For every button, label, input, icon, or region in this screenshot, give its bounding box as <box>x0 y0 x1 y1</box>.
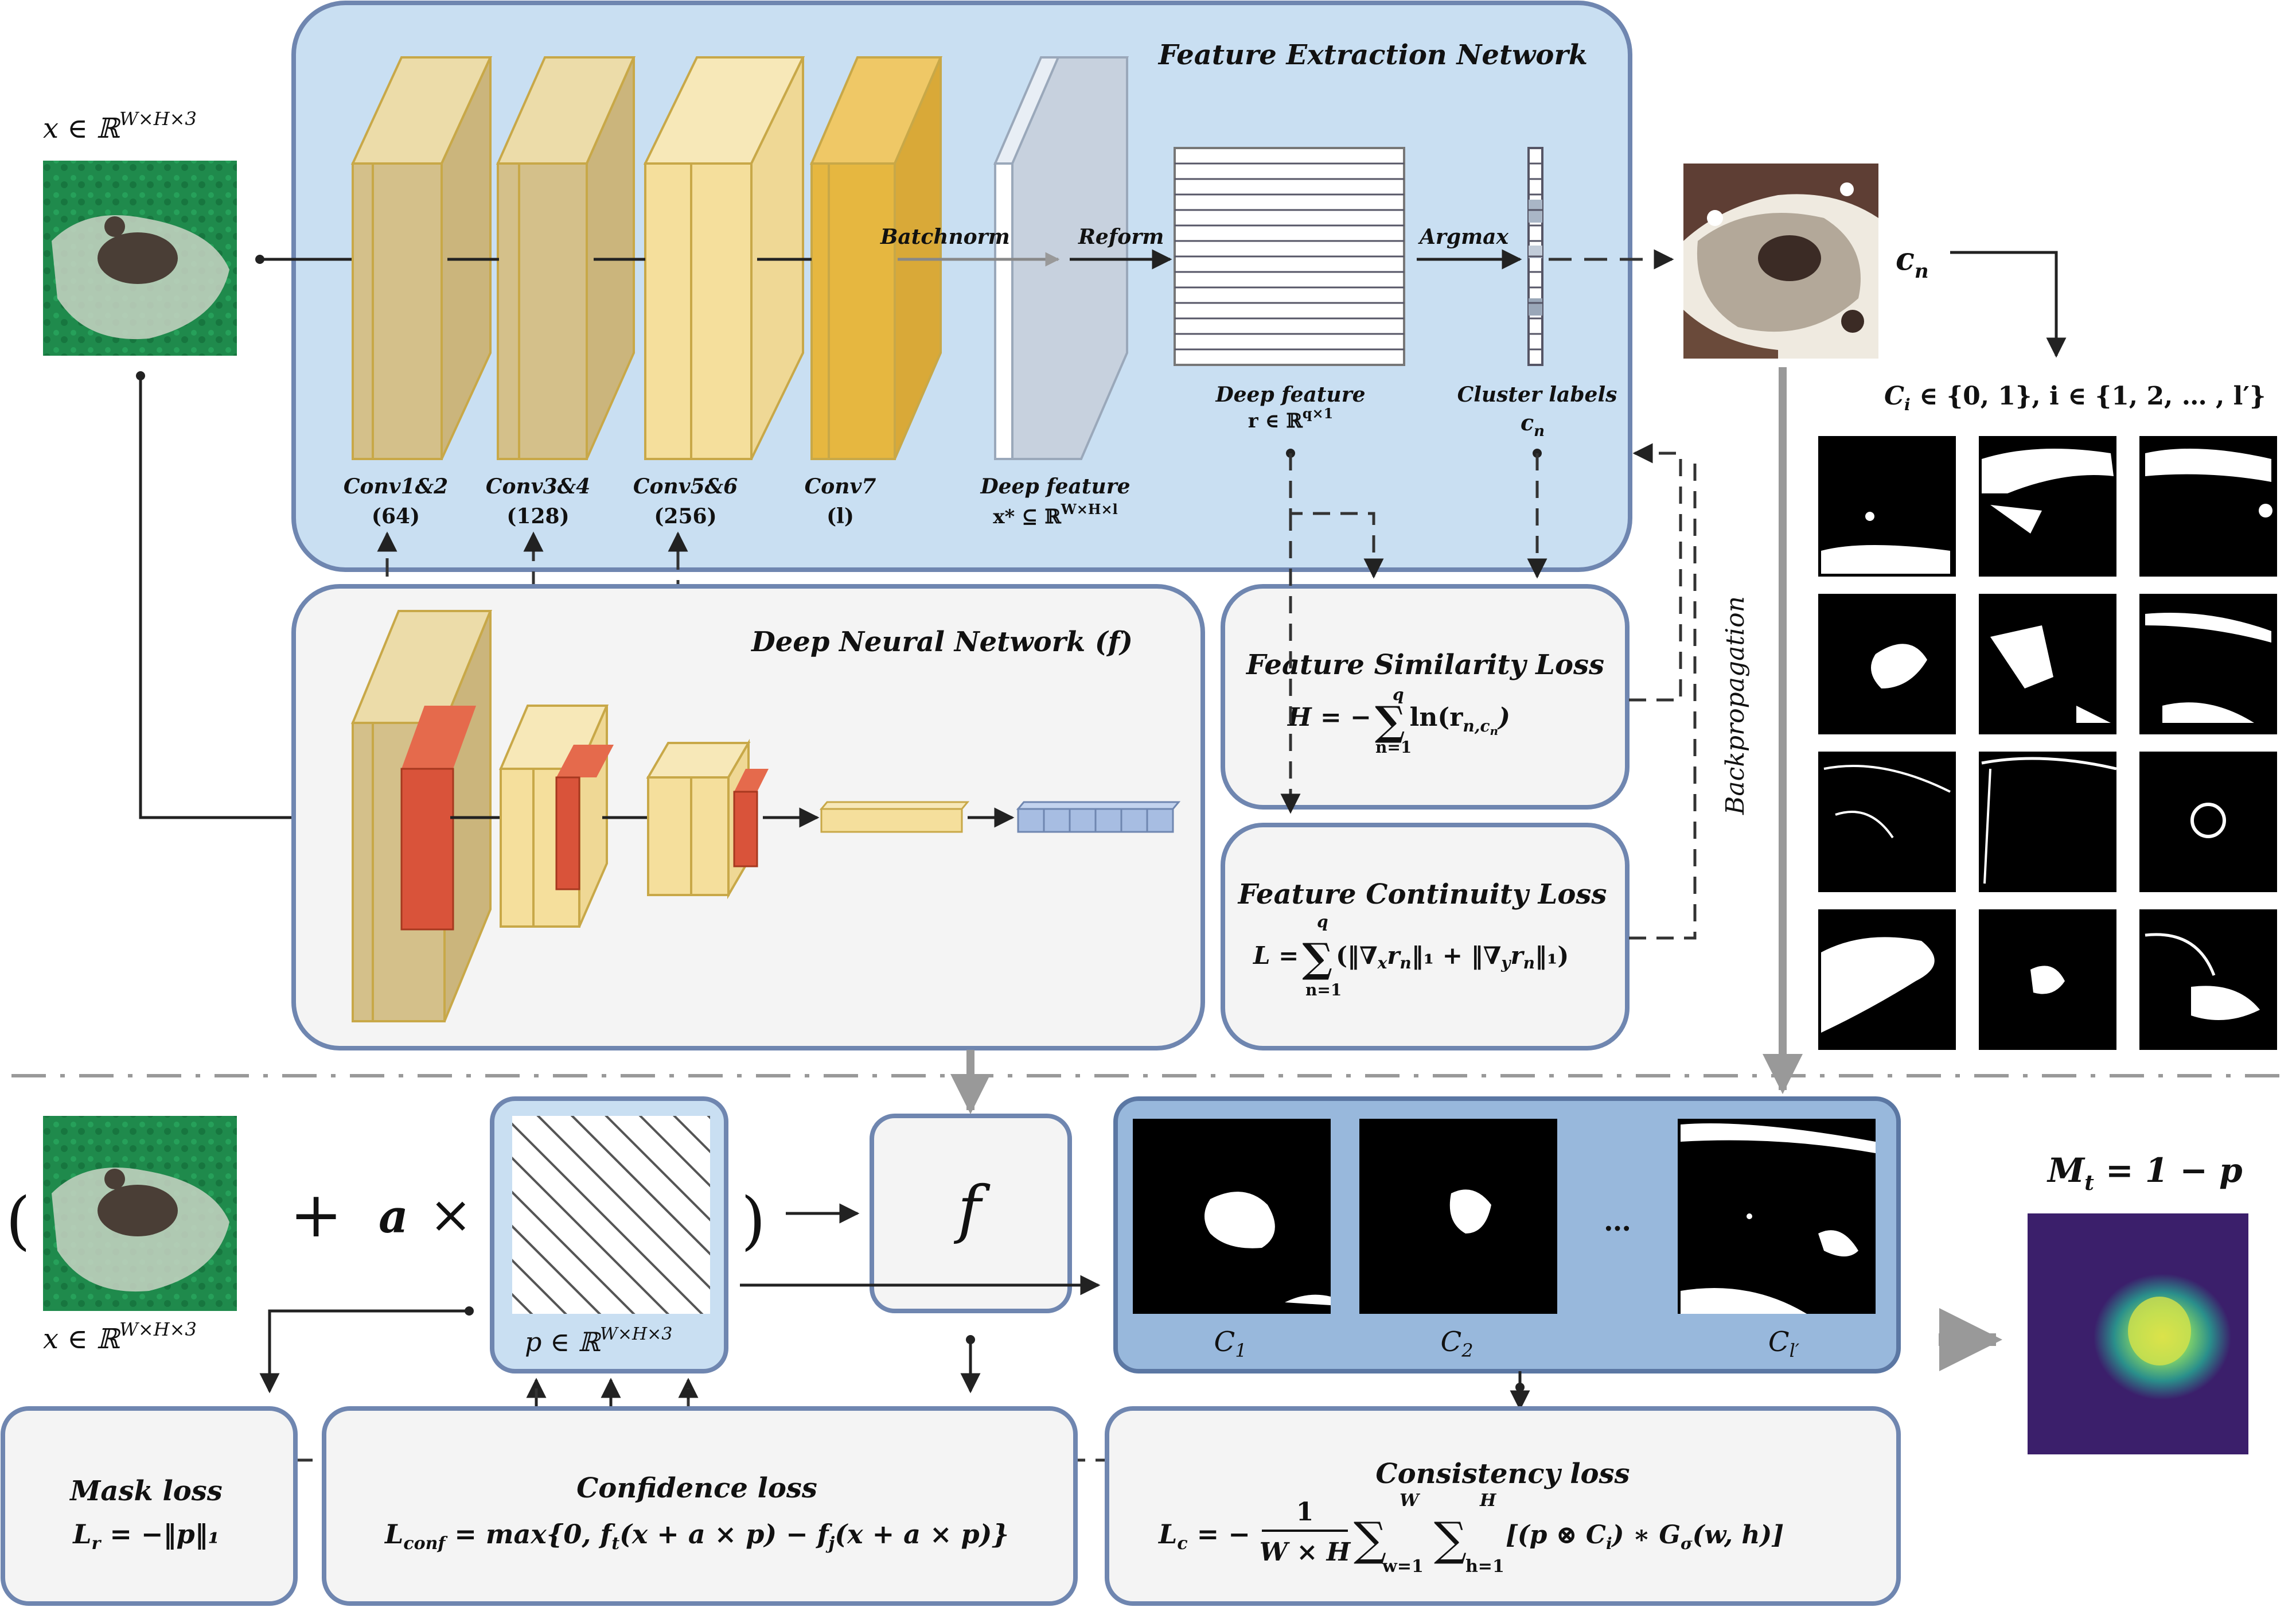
segmentation-image <box>1683 164 1878 359</box>
conv3-4-label: Conv3&4 <box>486 474 590 499</box>
cluster-ellipsis: … <box>1604 1205 1631 1238</box>
mask-tile <box>1818 752 1956 892</box>
equation-close-paren: ) <box>741 1184 766 1257</box>
deep-feature-x-formula: x* ⊆ ℝW×H×l <box>993 501 1117 528</box>
kernel-red-2 <box>555 776 580 890</box>
confidence-loss-formula: Lconf = max{0, ft(x + a × p) − fj(x + a … <box>384 1519 1009 1554</box>
kernel-red-1 <box>400 768 454 931</box>
continuity-loss-box <box>1221 823 1630 1050</box>
mask-loss-title: Mask loss <box>69 1475 223 1507</box>
consistency-loss-formula: Lc = − <box>1157 1519 1250 1554</box>
consistency-sum-2: ∑ <box>1434 1512 1467 1566</box>
similarity-loss-formula: H = −∑ln(rn,cn) <box>1287 697 1510 745</box>
continuity-loss-title: Feature Continuity Loss <box>1237 878 1607 910</box>
consistency-frac-bottom: W × H <box>1260 1538 1351 1567</box>
continuity-sum-bottom: n=1 <box>1305 980 1342 999</box>
similarity-sum-bottom: n=1 <box>1375 738 1412 757</box>
conv5-6-block <box>643 56 805 460</box>
argmax-label: Argmax <box>1418 225 1508 249</box>
dense-layer-yellow <box>819 801 970 833</box>
dnn-layer-3 <box>646 738 769 900</box>
cluster-set-label: Ci ∈ {0, 1}, i ∈ {1, 2, … , l′} <box>1884 382 2266 414</box>
similarity-loss-title: Feature Similarity Loss <box>1245 649 1604 681</box>
result-title: Mt = 1 − p <box>2046 1151 2243 1195</box>
cluster-labels-column <box>1527 147 1543 366</box>
input-label: x ∈ ℝW×H×3 <box>43 108 197 145</box>
consistency-sum1-top: W <box>1400 1491 1421 1511</box>
similarity-loss-box <box>1221 584 1630 810</box>
dnn-layer-2 <box>498 705 614 928</box>
consistency-sum-1: ∑ <box>1354 1512 1386 1566</box>
conv7-channels: (l) <box>827 504 854 528</box>
cluster-mask-c1 <box>1133 1119 1331 1314</box>
continuity-sum-top: q <box>1317 912 1328 931</box>
conv7-block <box>809 56 943 460</box>
consistency-loss-title: Consistency loss <box>1375 1458 1630 1490</box>
bottom-input-image <box>43 1116 237 1311</box>
mask-p-hatch <box>512 1116 710 1314</box>
cluster-label-c1: C1 <box>1214 1326 1246 1361</box>
mask-tile <box>2139 752 2277 892</box>
consistency-sum2-bottom: h=1 <box>1465 1557 1504 1577</box>
conv5-6-channels: (256) <box>654 504 716 528</box>
feature-network-title: Feature Extraction Network <box>1157 39 1588 71</box>
cluster-mask-c2 <box>1359 1119 1557 1314</box>
conv3-4-block <box>496 56 636 460</box>
continuity-loss-formula: L =∑(‖∇xrn‖₁ + ‖∇yrn‖₁) <box>1253 934 1569 982</box>
f-box <box>870 1114 1072 1313</box>
dnn-layer-1 <box>351 610 492 1022</box>
cluster-labels-label: Cluster labels <box>1457 383 1617 407</box>
consistency-frac-top: 1 <box>1296 1497 1314 1527</box>
conv1-2-channels: (64) <box>372 504 420 528</box>
cluster-mask-cl <box>1678 1119 1876 1314</box>
deep-feature-r-grid <box>1174 147 1405 366</box>
mask-loss-formula: Lr = −‖p‖₁ <box>72 1519 220 1554</box>
conv5-6-label: Conv5&6 <box>633 474 738 499</box>
consistency-tail: [(p ⊗ Ci) ∗ Gσ(w, h)] <box>1506 1520 1784 1553</box>
deep-feature-r-formula: r ∈ ℝq×1 <box>1248 405 1334 433</box>
confidence-loss-box <box>322 1406 1078 1606</box>
cluster-labels-symbol: cn <box>1521 410 1545 440</box>
bottom-input-label: x ∈ ℝW×H×3 <box>43 1318 197 1355</box>
mask-tile <box>1979 752 2116 892</box>
cluster-label-c2: C2 <box>1440 1326 1473 1361</box>
mask-tile <box>2139 909 2277 1050</box>
kernel-red-3 <box>733 791 758 867</box>
equation-alpha: a <box>379 1189 408 1243</box>
mask-p-label: p ∈ ℝW×H×3 <box>525 1324 672 1357</box>
conv3-4-channels: (128) <box>506 504 569 528</box>
confidence-loss-title: Confidence loss <box>576 1472 817 1504</box>
consistency-sum1-bottom: w=1 <box>1382 1557 1424 1577</box>
result-heatmap <box>2028 1213 2248 1454</box>
backprop-label: Backpropagation <box>1721 596 1750 815</box>
equation-open-paren: ( <box>6 1184 30 1257</box>
consistency-loss-box <box>1105 1406 1901 1606</box>
similarity-sum-top: q <box>1393 685 1404 704</box>
cluster-output-symbol: cn <box>1896 240 1929 283</box>
cluster-label-cl: Cl′ <box>1768 1326 1800 1361</box>
consistency-sum2-top: H <box>1479 1491 1497 1511</box>
batchnorm-label: Batchnorm <box>880 225 1010 249</box>
binary-masks-grid <box>1818 436 2277 1050</box>
output-layer-blue <box>1016 801 1181 833</box>
deep-feature-r-label: Deep feature <box>1215 383 1365 407</box>
deep-feature-x-label: Deep feature <box>980 474 1130 499</box>
input-image <box>43 161 237 356</box>
conv7-label: Conv7 <box>805 474 876 499</box>
conv1-2-label: Conv1&2 <box>344 474 448 499</box>
dnn-title: Deep Neural Network (f) <box>750 626 1133 658</box>
equation-times: × <box>429 1185 472 1245</box>
reform-label: Reform <box>1078 225 1164 249</box>
mask-loss-box <box>1 1406 298 1606</box>
equation-plus: + <box>290 1178 342 1251</box>
